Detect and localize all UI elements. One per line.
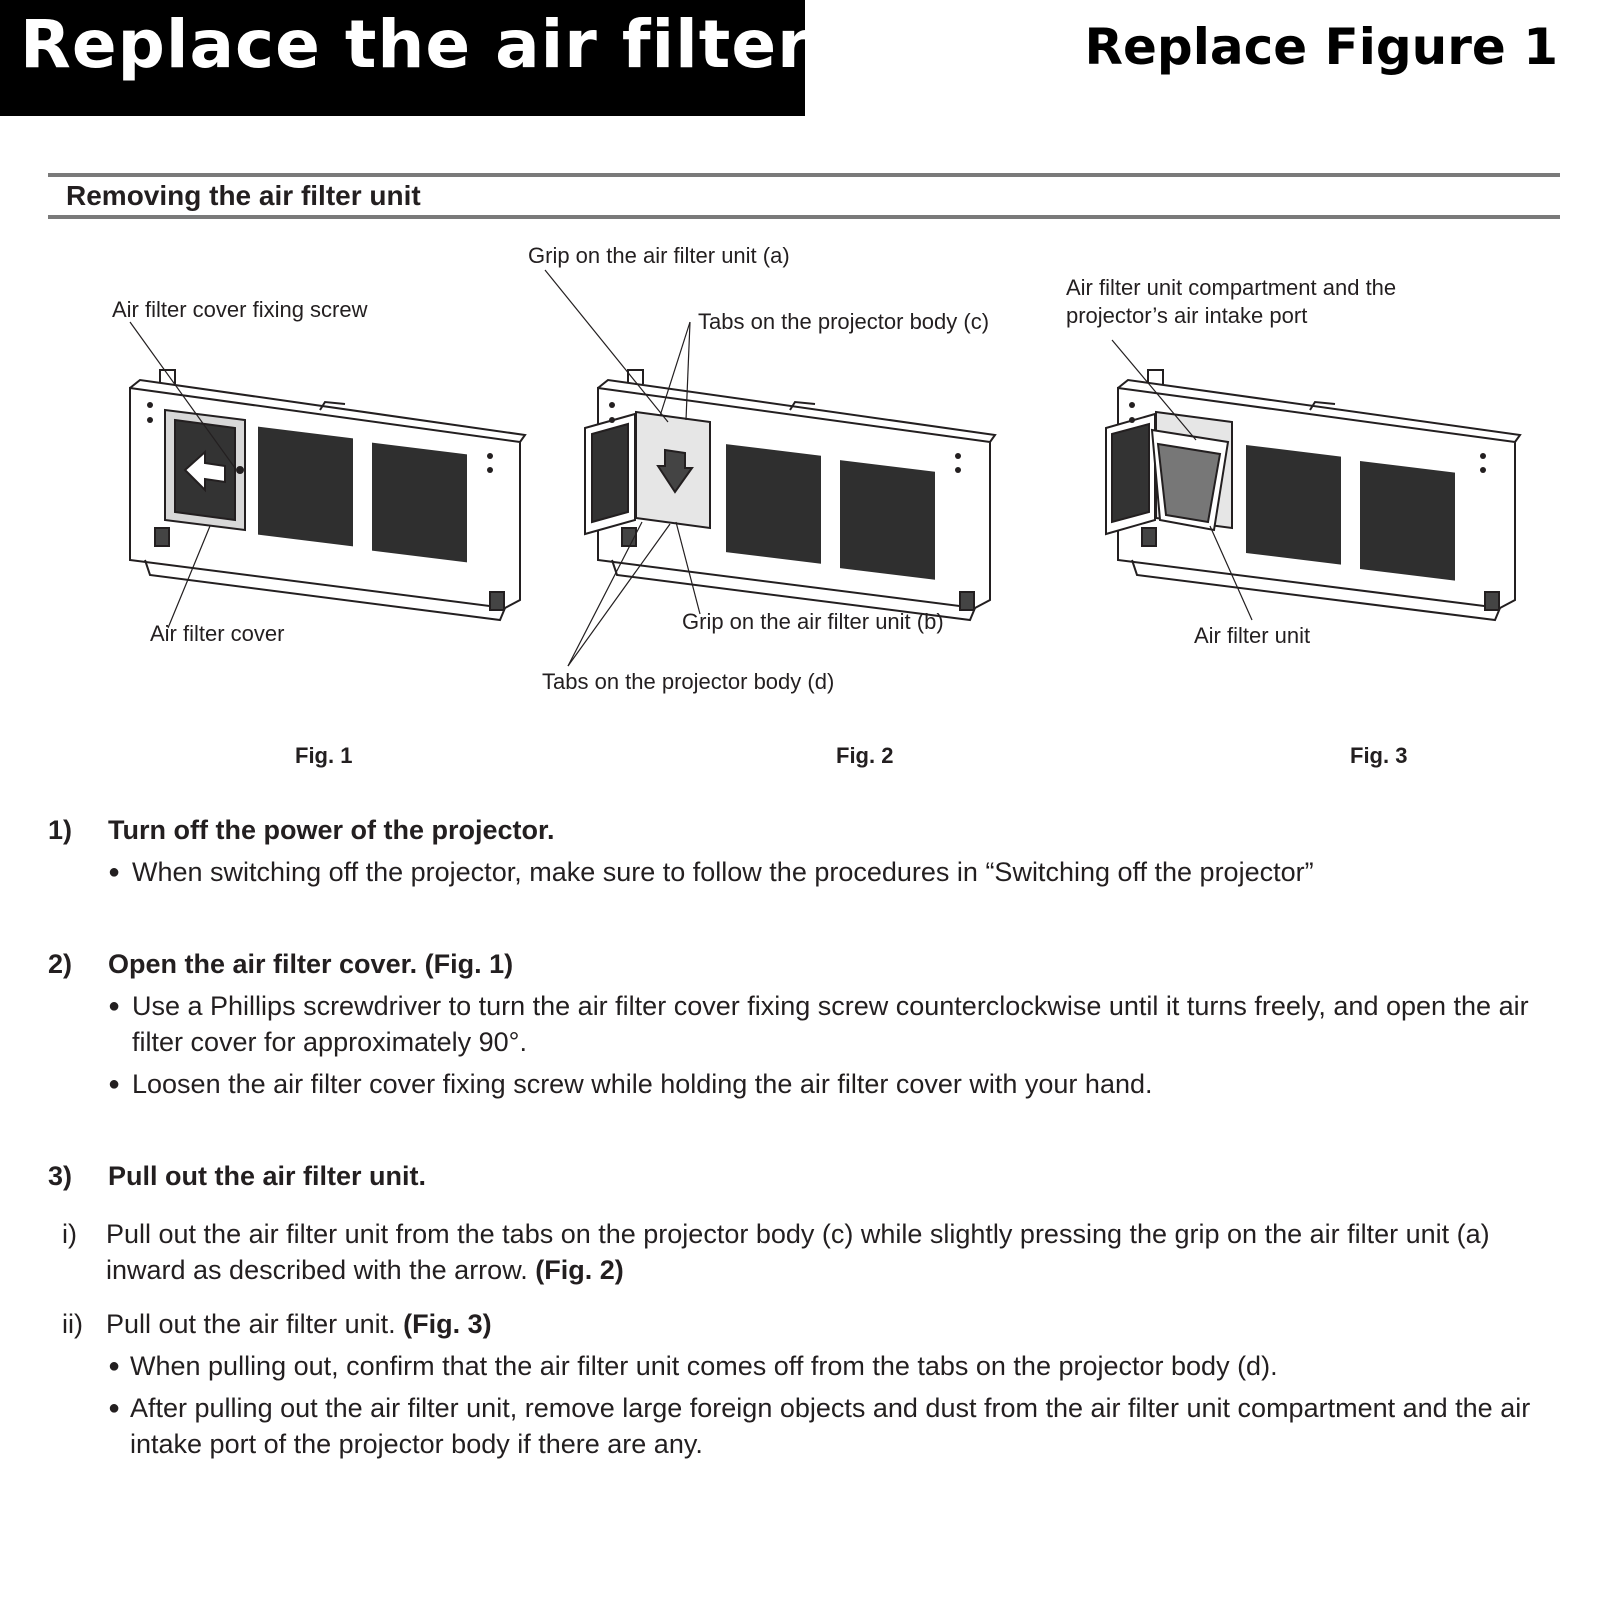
step-number: 2) bbox=[48, 949, 73, 979]
step-title: Pull out the air filter unit. bbox=[108, 1161, 427, 1191]
bullet-item: Use a Phillips screwdriver to turn the a… bbox=[48, 988, 1548, 1060]
callout-cover-fixing-screw: Air filter cover fixing screw bbox=[112, 297, 368, 322]
callout-tabs-d: Tabs on the projector body (d) bbox=[542, 669, 835, 694]
step-number: 3) bbox=[48, 1161, 73, 1191]
step-2: 2) Open the air filter cover. (Fig. 1) U… bbox=[48, 946, 1548, 1102]
figure-1: Air filter cover fixing screw Air filter… bbox=[0, 230, 540, 660]
figure-2-grille-left bbox=[726, 444, 821, 564]
figure-3-illustration bbox=[1105, 339, 1522, 622]
callout-air-filter-unit: Air filter unit bbox=[1194, 623, 1311, 648]
callout-air-filter-cover: Air filter cover bbox=[150, 621, 285, 646]
bullet-item: After pulling out the air filter unit, r… bbox=[48, 1390, 1548, 1462]
figure-3-grille-left bbox=[1246, 444, 1341, 565]
bullet-item: When switching off the projector, make s… bbox=[48, 854, 1548, 890]
bullet-item: Loosen the air filter cover fixing screw… bbox=[48, 1066, 1548, 1102]
figure-3-grille-right bbox=[1360, 460, 1455, 581]
section-rule-top bbox=[48, 173, 1560, 177]
figure-1-grille-left bbox=[258, 426, 353, 547]
section-rule-bottom bbox=[48, 215, 1560, 219]
callout-grip-a: Grip on the air filter unit (a) bbox=[528, 243, 790, 268]
step-title: Turn off the power of the projector. bbox=[108, 815, 555, 845]
step-number: 1) bbox=[48, 815, 73, 845]
substep-text: Pull out the air filter unit from the ta… bbox=[106, 1219, 1490, 1285]
instruction-steps: 1) Turn off the power of the projector. … bbox=[48, 812, 1548, 1462]
bullet-item: When pulling out, confirm that the air f… bbox=[48, 1348, 1548, 1384]
figure-3-caption: Fig. 3 bbox=[1350, 743, 1408, 768]
step-title: Open the air filter cover. (Fig. 1) bbox=[108, 949, 514, 979]
substep-ii: ii) Pull out the air filter unit. (Fig. … bbox=[48, 1306, 1548, 1342]
section-heading: Removing the air filter unit bbox=[66, 180, 421, 211]
callout-tabs-c: Tabs on the projector body (c) bbox=[698, 309, 990, 334]
substep-number: ii) bbox=[62, 1309, 83, 1339]
figure-reference: (Fig. 2) bbox=[535, 1255, 624, 1285]
figure-2-caption: Fig. 2 bbox=[836, 743, 894, 768]
substep-number: i) bbox=[62, 1219, 77, 1249]
figure-1-caption: Fig. 1 bbox=[295, 743, 353, 768]
substep-text: Pull out the air filter unit. bbox=[106, 1309, 404, 1339]
figure-2-illustration bbox=[544, 269, 997, 667]
callout-filter-compartment: Air filter unit compartment and the proj… bbox=[1066, 275, 1397, 328]
step-3: 3) Pull out the air filter unit. i) Pull… bbox=[48, 1158, 1548, 1462]
callout-grip-b: Grip on the air filter unit (b) bbox=[682, 609, 944, 634]
figure-3: Air filter unit compartment and the proj… bbox=[0, 230, 1560, 660]
figure-tag: Replace Figure 1 bbox=[1084, 18, 1559, 76]
title-banner: Replace the air filter bbox=[0, 0, 810, 116]
page-title: Replace the air filter bbox=[20, 6, 811, 83]
figure-2-grille-right bbox=[840, 460, 935, 580]
figure-2: Grip on the air filter unit (a) Tabs on … bbox=[0, 230, 1010, 694]
figure-1-illustration bbox=[129, 321, 527, 629]
step-1: 1) Turn off the power of the projector. … bbox=[48, 812, 1548, 890]
substep-i: i) Pull out the air filter unit from the… bbox=[48, 1216, 1548, 1288]
figure-1-grille-right bbox=[372, 442, 467, 563]
figure-reference: (Fig. 3) bbox=[403, 1309, 492, 1339]
